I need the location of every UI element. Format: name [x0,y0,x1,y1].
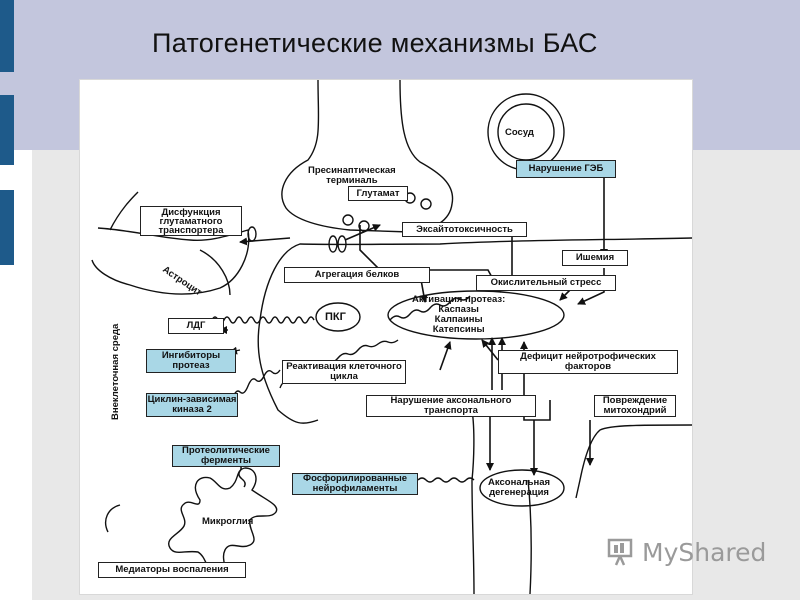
ldg-box: ЛДГ [168,318,224,334]
pkg-ellipse [315,302,361,332]
pkg-label: ПКГ [325,311,346,323]
presentation-icon [607,538,633,566]
side-bar-1 [0,0,14,72]
excitotoxicity-box: Эксайтотоксичность [402,222,527,237]
glutamate-box: Глутамат [348,186,408,201]
watermark: MyShared [606,537,766,567]
extracellular-label: Внеклеточная среда [110,323,121,420]
axonal-degen-ellipse [479,469,565,507]
astrocyte-outline [91,191,250,296]
side-bar-3 [0,190,14,265]
vessel-label: Сосуд [505,127,534,138]
ischemia-box: Ишемия [562,250,628,266]
protease-ellipse [387,290,565,340]
oxidative-stress-box: Окислительный стресс [476,275,616,291]
axon-left2-outline [471,479,475,594]
neuron-outline [257,237,692,424]
presynaptic-outline [281,80,454,233]
protein-aggregation-box: Агрегация белков [284,267,430,283]
inflammation-box: Медиаторы воспаления [98,562,246,578]
side-bar-2 [0,95,14,165]
bbb-disruption-box: Нарушение ГЭБ [516,160,616,178]
axon-left-outline [471,409,475,481]
microglia-outline [168,467,278,575]
slide-title: Патогенетические механизмы БАС [152,28,598,58]
diagram-lines [91,80,692,594]
neuron-lower-outline [575,424,692,499]
microglia-label: Микроглия [202,516,254,527]
axon-right-outline [527,479,532,594]
